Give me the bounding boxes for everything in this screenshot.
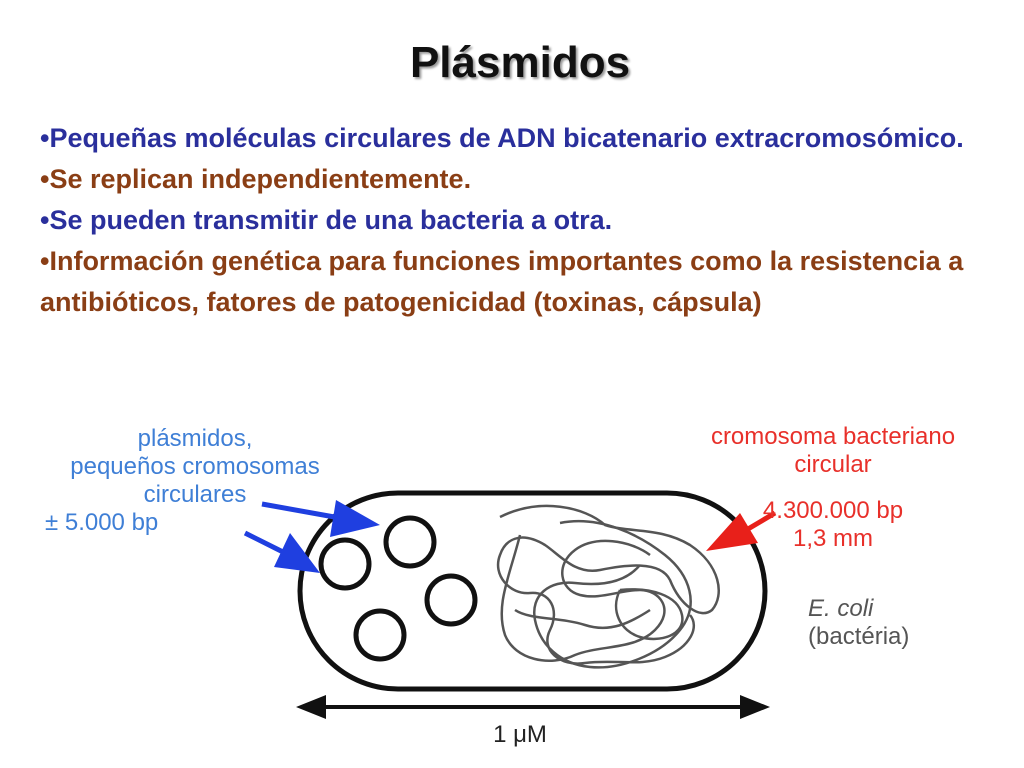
plasmid-label-line: circulares: [143, 481, 247, 508]
chromosome-arrow: [706, 510, 777, 551]
plasmid-circle: [353, 608, 407, 662]
plasmid-arrow: [243, 530, 320, 573]
chromosome-label: cromosoma bacteriano circular 4.300.000 …: [678, 423, 988, 553]
organism-type: (bactéria): [808, 623, 910, 650]
bacterial-cell-outline: [297, 490, 768, 692]
chromosome-label-line: 1,3 mm: [792, 525, 873, 552]
bacterial-chromosome: [497, 504, 720, 669]
plasmid-label-line: pequeños cromosomas: [70, 453, 320, 480]
plasmid-arrow: [261, 500, 380, 537]
chromosome-label-line: cromosoma bacteriano: [710, 423, 956, 450]
page-title: Plásmidos: [409, 38, 631, 87]
ecoli-diagram: plásmidos, pequeños cromosomas circulare…: [0, 405, 1024, 768]
bullet-item: •Pequeñas moléculas circulares de ADN bi…: [40, 123, 964, 153]
plasmid-label-line: plásmidos,: [137, 425, 253, 452]
plasmid-circle: [424, 573, 478, 627]
organism-name: E. coli: [808, 595, 874, 622]
plasmid-circle: [318, 537, 372, 591]
bullet-item: •Se pueden transmitir de una bacteria a …: [40, 205, 613, 235]
plasmid-label: plásmidos, pequeños cromosomas circulare…: [30, 425, 360, 537]
chromosome-label-line: circular: [794, 451, 872, 478]
scale-bar: [296, 695, 770, 719]
bullet-item: •Información genética para funciones imp…: [40, 246, 964, 317]
bullet-list: •Pequeñas moléculas circulares de ADN bi…: [40, 118, 1000, 323]
plasmid-circle: [383, 515, 437, 569]
bullet-item: •Se replican independientemente.: [40, 164, 472, 194]
plasmid-label-line: ± 5.000 bp: [45, 509, 159, 536]
ecoli-cell-illustration: [243, 490, 777, 719]
organism-label: E. coli (bactéria): [808, 595, 998, 651]
chromosome-label-line: 4.300.000 bp: [762, 497, 904, 524]
scale-label: 1 μM: [493, 721, 547, 748]
